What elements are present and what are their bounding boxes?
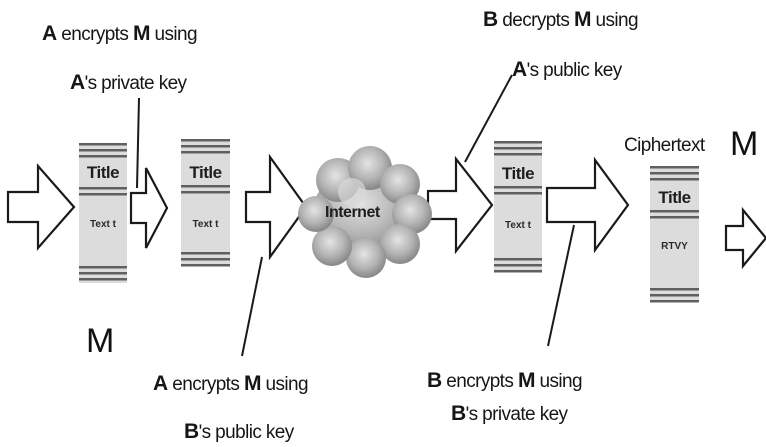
ciphertext-label: Ciphertext [624,135,705,156]
flow-arrow-4 [426,155,494,255]
leader-line-top-left [136,97,140,189]
label-a-public-key: A's public key [512,58,622,81]
label-a-encrypts-private: A encrypts M using [42,22,198,45]
flow-arrow-6 [724,206,766,270]
document-plaintext-1 [79,143,127,283]
document-plaintext-3 [494,141,542,273]
document-2-body: Text t [192,219,219,230]
label-b-private-key: B's private key [451,402,568,425]
flow-arrow-2 [129,167,169,249]
label-b-encrypts-private: B encrypts M using [427,369,583,392]
internet-label: Internet [325,204,380,221]
document-plaintext-2 [181,139,230,267]
document-4-title: Title [658,188,691,207]
document-3-title: Title [501,164,535,183]
document-2-title: Title [189,163,222,182]
label-a-encrypts-public: A encrypts M using [153,372,309,395]
document-3-body: Text t [505,220,531,231]
document-1-body: Text t [90,219,116,230]
ciphertext-symbol: M [730,125,759,163]
document-1-title: Title [86,163,120,182]
leader-line-top-right [464,74,513,163]
label-b-public-key: B's public key [184,420,294,443]
flow-arrow-3 [244,153,308,261]
flow-arrow-5 [545,156,630,254]
flow-arrow-1 [6,163,76,251]
label-a-private-key: A's private key [70,71,187,94]
internet-cloud [298,146,432,278]
leader-line-bottom-right [547,224,575,347]
document-ciphertext [650,166,699,303]
message-symbol: M [86,322,115,360]
leader-line-bottom-left [241,256,263,357]
label-b-decrypts: B decrypts M using [483,8,639,31]
document-4-body: RTVY [661,241,688,252]
